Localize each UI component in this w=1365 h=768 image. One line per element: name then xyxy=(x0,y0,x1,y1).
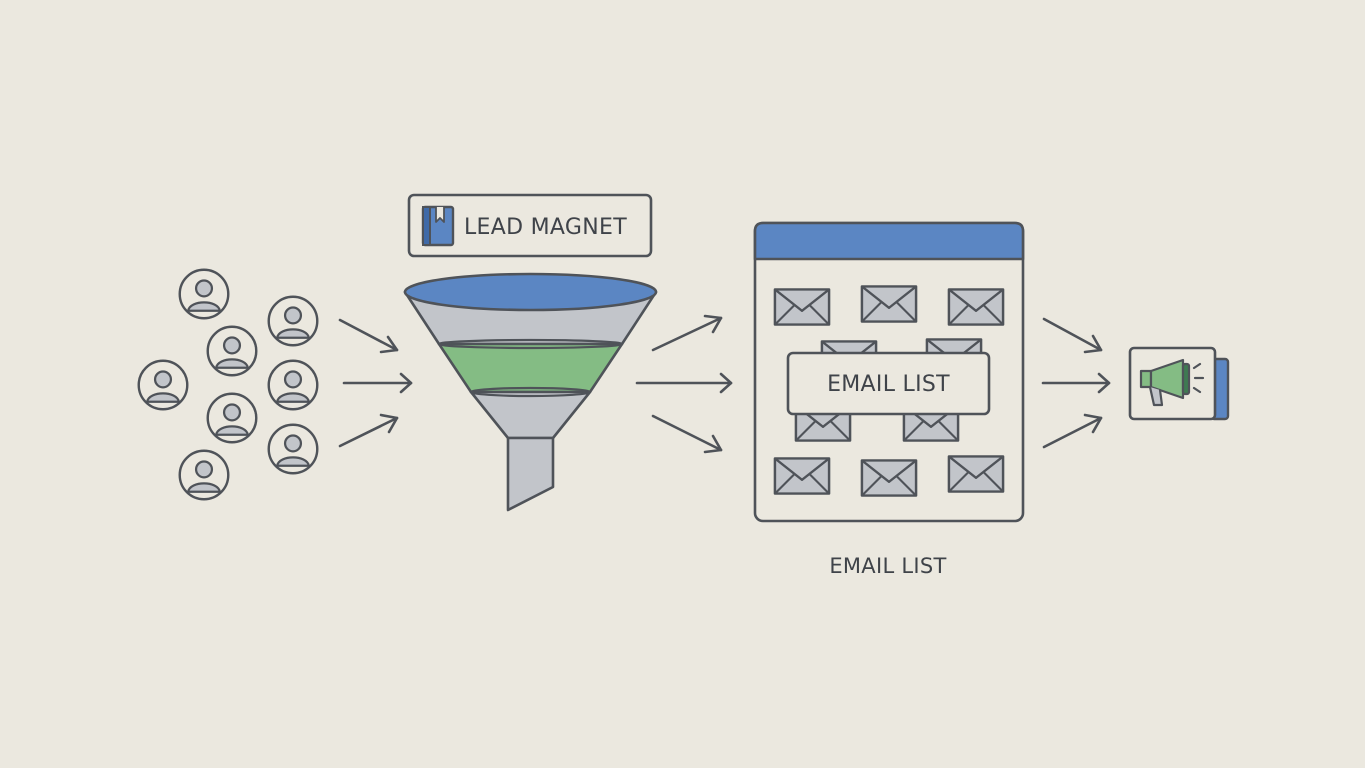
arrows-to-campaign xyxy=(1041,317,1111,449)
person-icon xyxy=(137,359,189,411)
arrow-icon xyxy=(651,414,723,454)
envelope-icon xyxy=(947,455,1005,493)
arrow-icon xyxy=(635,372,733,394)
lead-magnet-badge: LEAD MAGNET xyxy=(407,193,653,258)
funnel-icon xyxy=(403,272,658,512)
arrow-icon xyxy=(342,372,413,394)
envelope-icon xyxy=(860,459,918,497)
window-title-bar xyxy=(753,221,1025,261)
email-list-caption: EMAIL LIST xyxy=(829,554,946,578)
person-icon xyxy=(206,325,258,377)
person-icon xyxy=(267,423,319,475)
person-icon xyxy=(178,268,230,320)
person-icon xyxy=(267,359,319,411)
campaign-card xyxy=(1128,346,1230,421)
email-list-banner-label: EMAIL LIST xyxy=(827,372,950,397)
book-icon xyxy=(421,205,455,247)
arrows-to-funnel xyxy=(338,318,413,448)
person-icon xyxy=(267,295,319,347)
envelope-icon xyxy=(860,285,918,323)
email-list-banner: EMAIL LIST xyxy=(786,351,991,416)
arrow-icon xyxy=(651,314,723,352)
arrows-to-email-list xyxy=(635,314,733,454)
envelope-icon xyxy=(773,288,831,326)
megaphone-icon xyxy=(1139,358,1205,407)
arrow-icon xyxy=(1042,413,1103,449)
person-icon xyxy=(178,449,230,501)
person-icon xyxy=(206,392,258,444)
arrow-icon xyxy=(338,413,399,448)
arrow-icon xyxy=(1042,317,1103,354)
email-list-window: EMAIL LIST xyxy=(753,221,1025,523)
arrow-icon xyxy=(1041,372,1111,394)
arrow-icon xyxy=(338,318,399,354)
lead-magnet-label: LEAD MAGNET xyxy=(464,215,627,240)
envelope-icon xyxy=(947,288,1005,326)
people-group xyxy=(137,268,319,501)
envelope-icon xyxy=(773,457,831,495)
